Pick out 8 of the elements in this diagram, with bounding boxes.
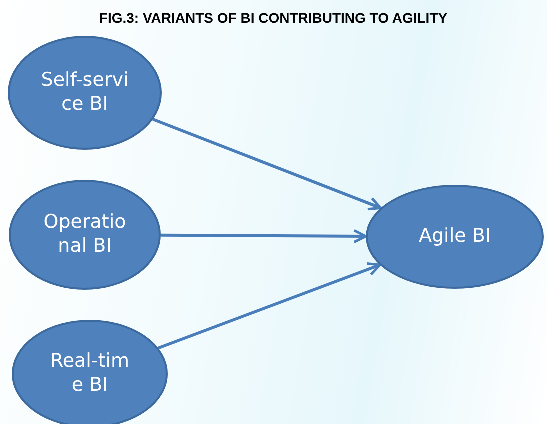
node-label: Self-service BI [40,69,130,117]
arrow [152,118,382,211]
arrow [158,262,382,350]
arrow [160,229,368,244]
node-label: Agile BI [418,225,492,249]
node-label: Operational BI [42,211,128,259]
node-label: Real-time BI [50,350,130,398]
title: FIG.3: VARIANTS OF BI CONTRIBUTING TO AGILITY [98,10,449,26]
